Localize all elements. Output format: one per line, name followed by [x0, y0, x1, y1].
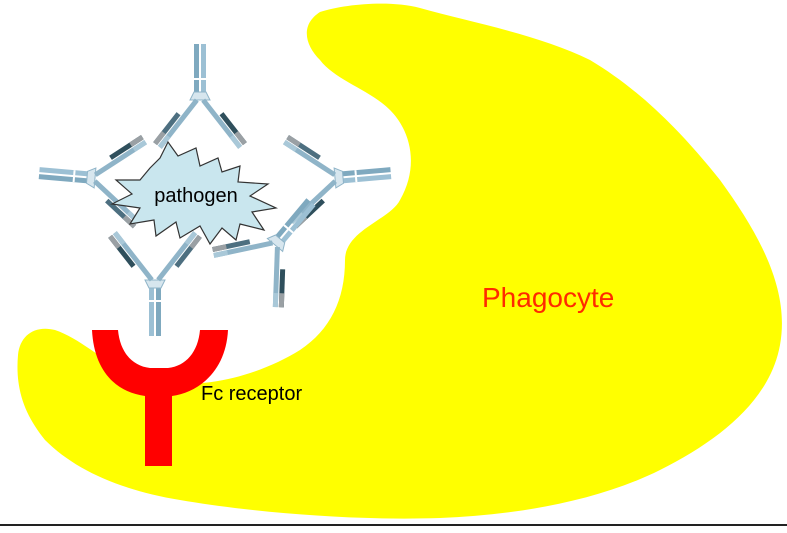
fc-receptor-icon — [92, 330, 228, 466]
antibody-left — [34, 125, 149, 230]
fc-receptor-label: Fc receptor — [201, 383, 302, 405]
bottom-border — [0, 524, 787, 526]
phagocyte-label: Phagocyte — [482, 282, 614, 313]
antibody-bottom — [107, 230, 203, 337]
phagocyte-cell — [17, 3, 782, 519]
pathogen-label: pathogen — [154, 185, 237, 207]
antibody-top — [152, 43, 248, 150]
pathogen-star-icon — [110, 140, 279, 246]
